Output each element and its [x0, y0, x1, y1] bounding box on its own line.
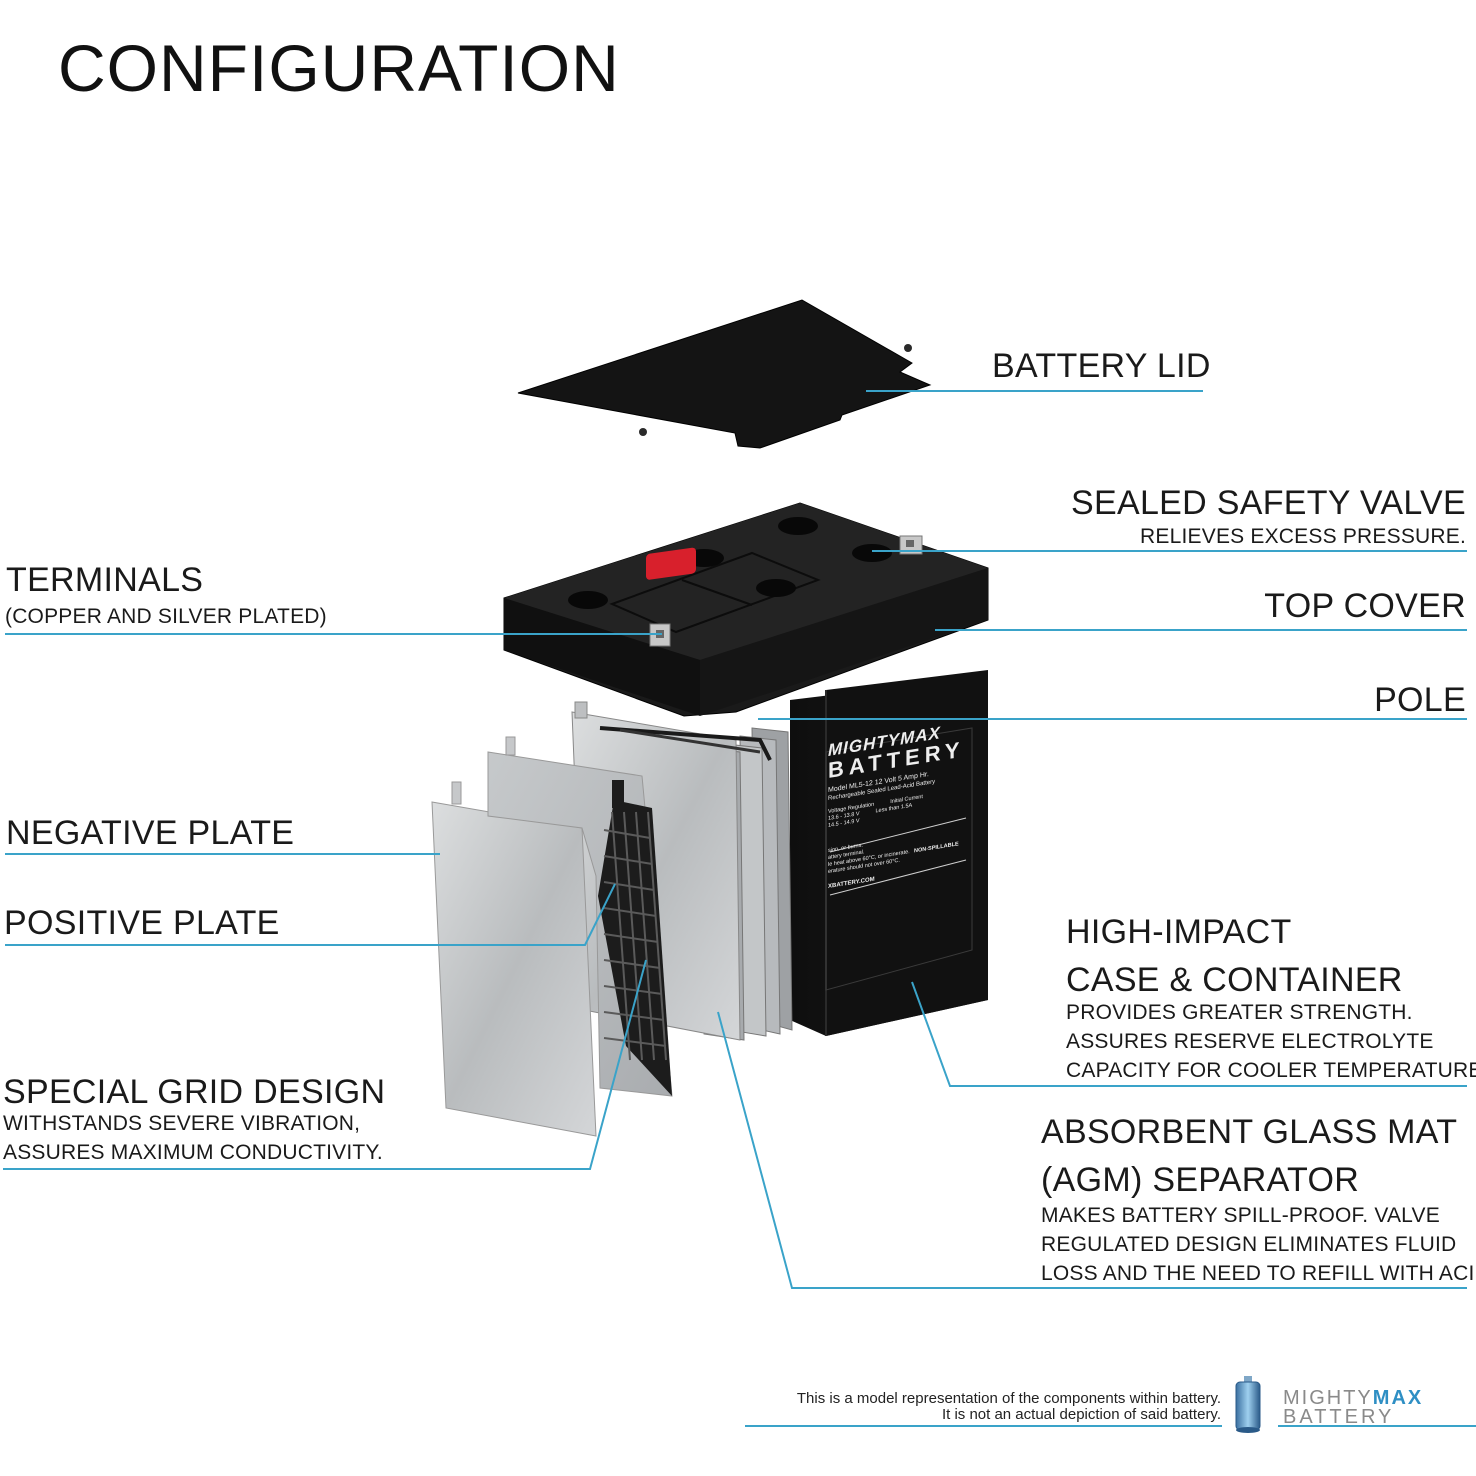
label-top-cover: TOP COVER	[1264, 587, 1466, 625]
page-title: CONFIGURATION	[58, 31, 620, 105]
battery-case-shape	[790, 670, 988, 1036]
desc-sealed-safety-valve: RELIEVES EXCESS PRESSURE.	[1140, 525, 1466, 548]
label-sealed-safety-valve: SEALED SAFETY VALVE	[1071, 484, 1466, 522]
label-positive-plate: POSITIVE PLATE	[4, 904, 280, 942]
top-cover-shape	[503, 502, 989, 717]
footer-logo-max: MAX	[1372, 1387, 1424, 1409]
footer-logo-line1: MIGHTYMAX	[1283, 1387, 1424, 1409]
disclaimer-line2: It is not an actual depiction of said ba…	[941, 1406, 1221, 1423]
leader-agm	[717, 1011, 1467, 1289]
special-grid-pattern	[603, 811, 667, 1061]
desc-high-impact-line2: ASSURES RESERVE ELECTROLYTE	[1066, 1030, 1434, 1053]
footer-logo-line2: BATTERY	[1283, 1406, 1395, 1428]
desc-agm-line3: LOSS AND THE NEED TO REFILL WITH ACID.	[1041, 1262, 1476, 1285]
footer-logo-mighty: MIGHTY	[1283, 1387, 1373, 1409]
leader-special-grid	[3, 959, 647, 1170]
label-high-impact-line1: HIGH-IMPACT	[1066, 913, 1292, 951]
disclaimer-line1: This is a model representation of the co…	[796, 1390, 1221, 1407]
footer-logo-text: MIGHTYMAX BATTERY	[1283, 1387, 1424, 1428]
desc-high-impact-line1: PROVIDES GREATER STRENGTH.	[1066, 1001, 1413, 1024]
desc-terminals: (COPPER AND SILVER PLATED)	[5, 605, 327, 628]
desc-agm-line1: MAKES BATTERY SPILL-PROOF. VALVE	[1041, 1204, 1440, 1227]
label-special-grid: SPECIAL GRID DESIGN	[3, 1073, 386, 1111]
positive-plate-shape	[487, 736, 673, 1097]
label-terminals: TERMINALS	[6, 561, 204, 599]
disclaimer: This is a model representation of the co…	[797, 1391, 1221, 1423]
label-battery-lid: BATTERY LID	[992, 347, 1211, 385]
desc-agm-line2: REGULATED DESIGN ELIMINATES FLUID	[1041, 1233, 1457, 1256]
mightymax-logo-icon	[1235, 1376, 1261, 1433]
leader-lines	[3, 390, 1476, 1427]
label-negative-plate: NEGATIVE PLATE	[6, 814, 295, 852]
terminal-tab-back	[899, 535, 923, 555]
label-agm-line1: ABSORBENT GLASS MAT	[1041, 1113, 1458, 1151]
leader-positive-plate	[5, 883, 616, 946]
leader-high-impact	[911, 981, 1467, 1087]
label-high-impact-line2: CASE & CONTAINER	[1066, 961, 1403, 999]
desc-special-grid-line1: WITHSTANDS SEVERE VIBRATION,	[3, 1112, 361, 1135]
label-pole: POLE	[1374, 681, 1466, 719]
desc-high-impact-line3: CAPACITY FOR COOLER TEMPERATURES.	[1066, 1059, 1476, 1082]
negative-plate-shape	[431, 781, 597, 1137]
battery-front-label	[825, 727, 973, 991]
positive-terminal-marker	[646, 547, 696, 580]
desc-special-grid-line2: ASSURES MAXIMUM CONDUCTIVITY.	[3, 1141, 383, 1164]
battery-lid-shape	[517, 299, 932, 449]
battery-case-print: MIGHTYMAX BATTERY Model ML5-12 12 Volt 5…	[828, 719, 974, 891]
label-agm-line2: (AGM) SEPARATOR	[1041, 1161, 1360, 1199]
